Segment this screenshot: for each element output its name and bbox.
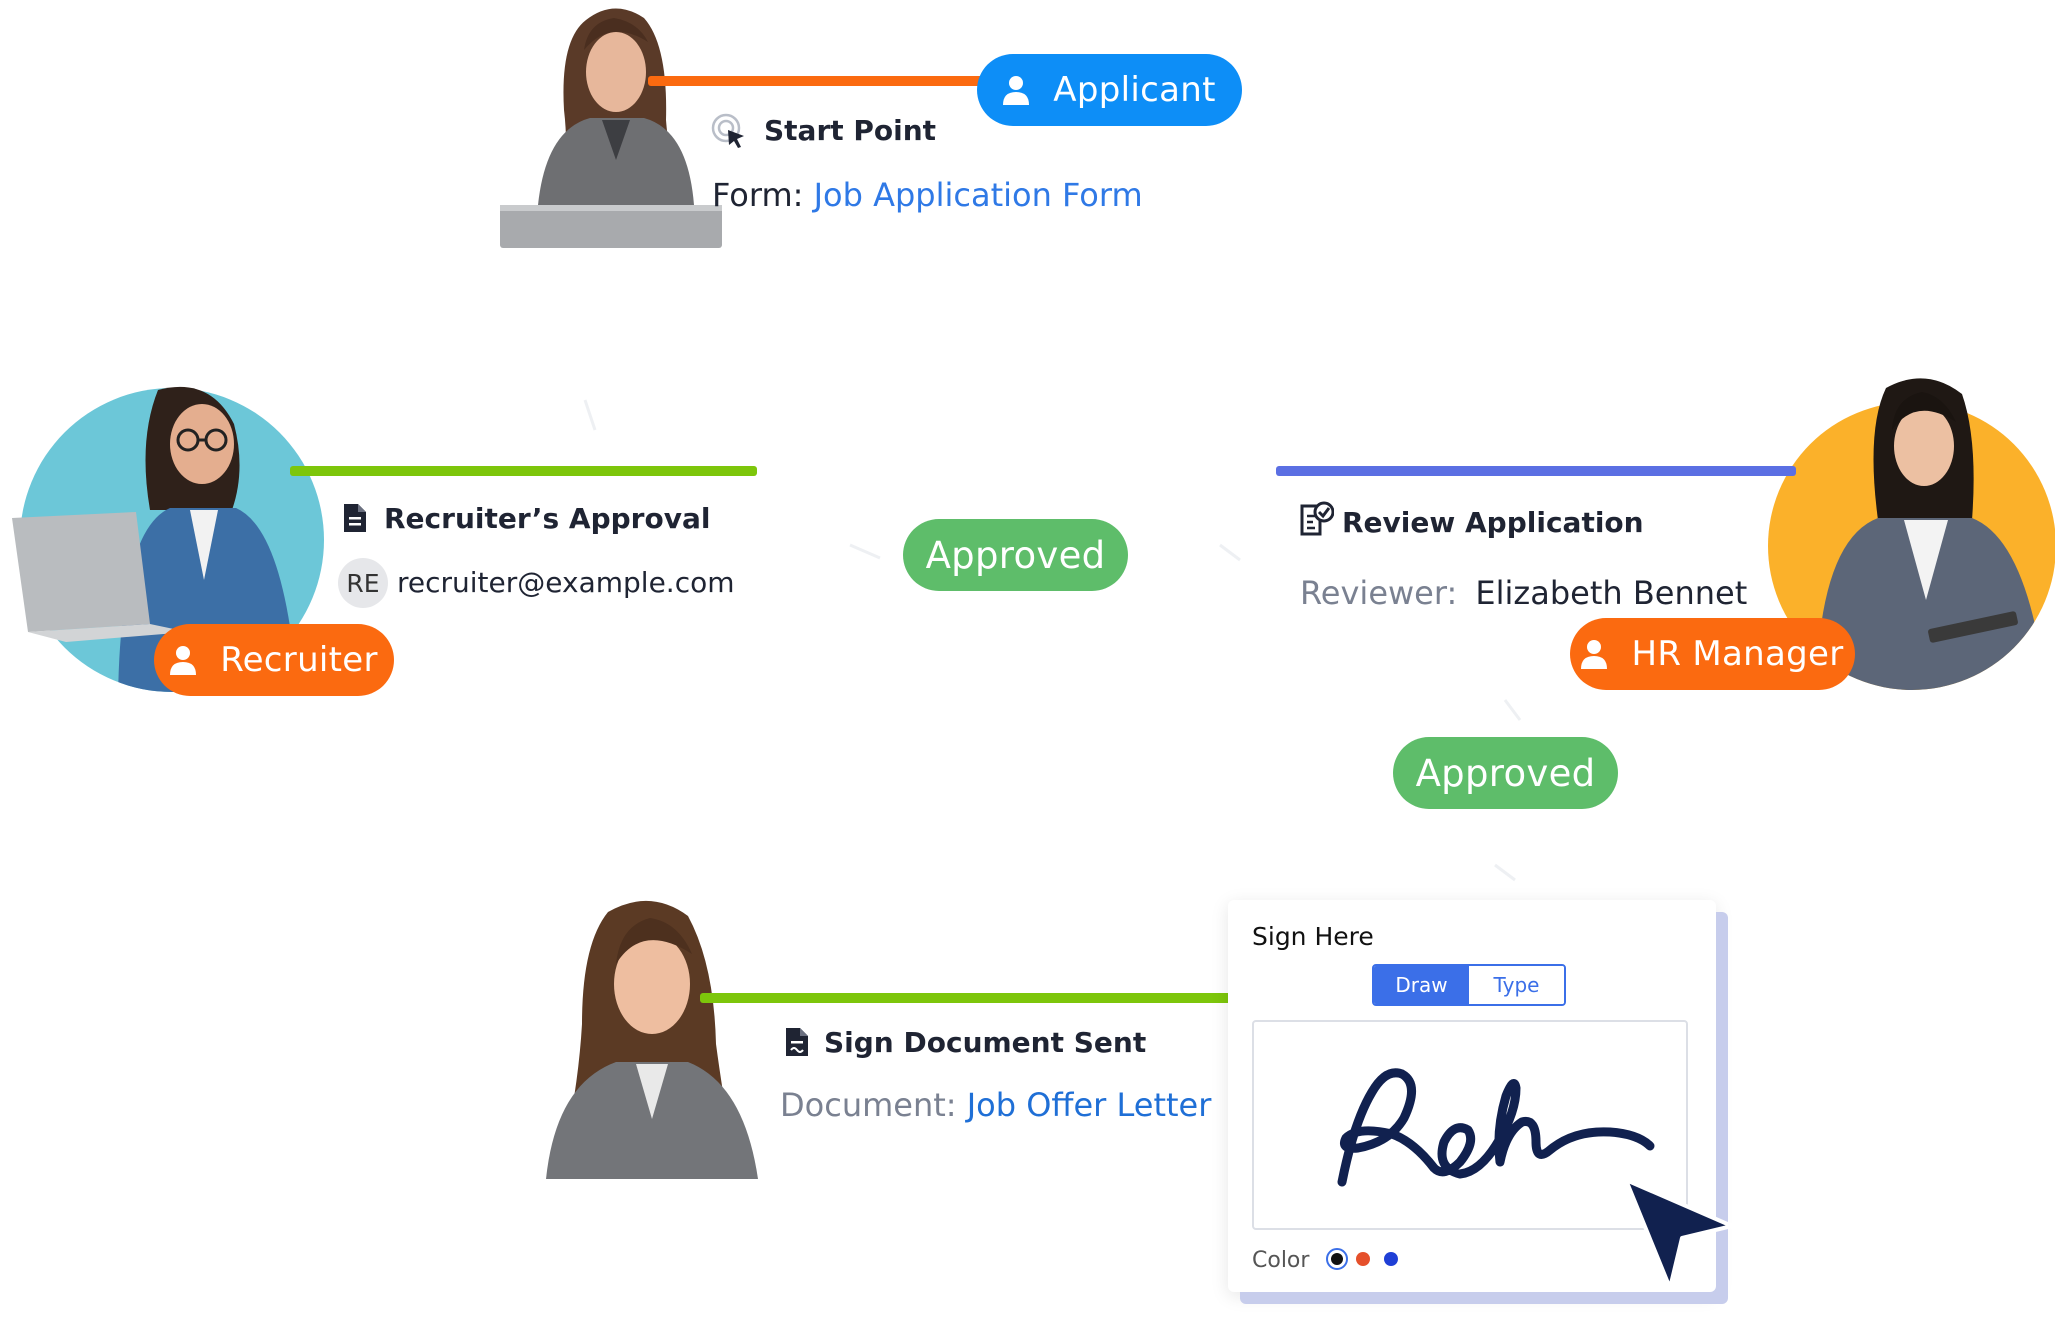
review-checklist-icon: [1300, 501, 1334, 536]
reviewer-line: Reviewer: Elizabeth Bennet: [1300, 574, 1747, 612]
applicant-role-label: Applicant: [1053, 70, 1216, 110]
recruiter-role-label: Recruiter: [220, 640, 378, 680]
form-line: Form: Job Application Form: [712, 176, 1143, 214]
tab-draw[interactable]: Draw: [1374, 966, 1469, 1004]
reviewer-name: Elizabeth Bennet: [1475, 574, 1748, 612]
user-icon: [1581, 640, 1608, 669]
sign-connector-bar: [700, 993, 1235, 1003]
color-swatch-black[interactable]: [1326, 1248, 1348, 1270]
signature-mode-tabs: Draw Type: [1372, 964, 1566, 1006]
recruiter-step-title: Recruiter’s Approval: [384, 502, 711, 535]
cursor-click-icon: [711, 113, 744, 148]
hr-step-title: Review Application: [1342, 506, 1644, 539]
applicant-role-pill: Applicant: [977, 54, 1242, 126]
document-name-link[interactable]: Job Offer Letter: [966, 1086, 1212, 1124]
document-prefix: Document:: [780, 1086, 957, 1124]
pointer-cursor-icon: [1624, 1178, 1734, 1290]
hr-manager-photo: [1768, 378, 2055, 690]
signature-card: Sign Here Draw Type Color: [1228, 900, 1716, 1292]
document-icon: [344, 504, 366, 532]
form-name-link[interactable]: Job Application Form: [813, 176, 1143, 214]
hr-manager-role-label: HR Manager: [1631, 634, 1844, 674]
approved-badge-2: Approved: [1393, 737, 1618, 809]
signature-pad[interactable]: [1252, 1020, 1688, 1230]
document-line: Document: Job Offer Letter: [780, 1086, 1211, 1124]
document-sign-icon: [786, 1028, 808, 1056]
recruiter-connector-bar: [290, 466, 757, 476]
color-swatch-red[interactable]: [1356, 1252, 1370, 1266]
applicant-connector-bar: [648, 76, 988, 86]
sign-step-title: Sign Document Sent: [824, 1026, 1147, 1059]
approved-label-2: Approved: [1415, 751, 1596, 795]
hr-connector-bar: [1276, 466, 1796, 476]
tab-type[interactable]: Type: [1469, 966, 1564, 1004]
recruiter-avatar: RE: [338, 558, 388, 608]
signer-photo: [546, 900, 758, 1179]
user-icon: [170, 646, 197, 675]
approved-badge-1: Approved: [903, 519, 1128, 591]
color-label: Color: [1252, 1248, 1310, 1273]
form-prefix: Form:: [712, 176, 804, 214]
color-swatch-blue[interactable]: [1384, 1252, 1398, 1266]
sign-here-title: Sign Here: [1252, 922, 1374, 951]
hr-manager-role-pill: HR Manager: [1570, 618, 1855, 690]
approved-label-1: Approved: [925, 533, 1106, 577]
reviewer-prefix: Reviewer:: [1300, 574, 1458, 612]
applicant-photo: [500, 8, 722, 248]
signature-stroke: [1337, 1068, 1655, 1187]
start-point-title: Start Point: [764, 114, 937, 147]
recruiter-email: recruiter@example.com: [397, 566, 735, 599]
recruiter-role-pill: Recruiter: [154, 624, 394, 696]
user-icon: [1003, 76, 1030, 105]
avatar-initials: RE: [346, 568, 380, 598]
